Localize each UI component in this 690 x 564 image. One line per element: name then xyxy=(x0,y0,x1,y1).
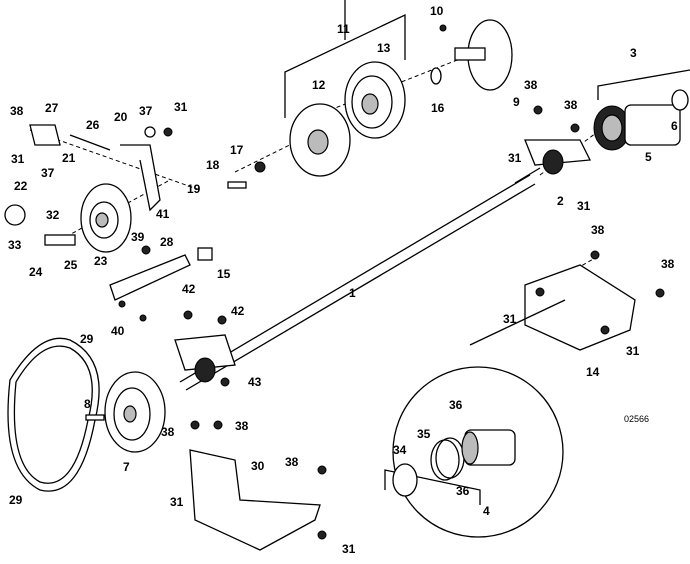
callout-label: 17 xyxy=(230,143,244,157)
callout-label: 36 xyxy=(449,398,463,412)
clutch-assembly xyxy=(289,61,406,177)
bracket-30 xyxy=(189,449,321,551)
coupler-detail xyxy=(392,429,516,497)
callout-label: 39 xyxy=(131,230,145,244)
callout-label: 27 xyxy=(45,101,59,115)
callout-label: 38 xyxy=(661,257,675,271)
callout-label: 36 xyxy=(456,484,470,498)
callout-label: 38 xyxy=(10,104,24,118)
flange xyxy=(454,19,513,91)
callout-label: 5 xyxy=(645,150,652,164)
callout-label: 19 xyxy=(187,182,201,196)
callout-label: 30 xyxy=(251,459,265,473)
callout-label: 38 xyxy=(564,98,578,112)
callout-label: 26 xyxy=(86,118,100,132)
callout-label: 10 xyxy=(430,4,444,18)
drive-pulley xyxy=(104,371,166,453)
callout-label: 22 xyxy=(14,179,28,193)
u-joint xyxy=(593,89,689,151)
callout-label: 29 xyxy=(9,493,23,507)
callout-label: 35 xyxy=(417,427,431,441)
callout-label: 16 xyxy=(431,101,445,115)
callout-label: 25 xyxy=(64,258,78,272)
bearing-bracket-left xyxy=(174,334,236,383)
callout-label: 24 xyxy=(29,265,43,279)
callout-label: 32 xyxy=(46,208,60,222)
callout-label: 37 xyxy=(139,104,153,118)
callout-label: 2 xyxy=(557,194,564,208)
callout-label: 31 xyxy=(626,344,640,358)
callout-label: 42 xyxy=(231,304,245,318)
callout-label: 28 xyxy=(160,235,174,249)
callout-label: 34 xyxy=(393,443,407,457)
callout-label: 23 xyxy=(94,254,108,268)
callout-label: 43 xyxy=(248,375,262,389)
drawing-code: 02566 xyxy=(624,414,649,424)
callout-label: 6 xyxy=(671,119,678,133)
callout-label: 31 xyxy=(170,495,184,509)
callout-label: 31 xyxy=(174,100,188,114)
callout-label: 15 xyxy=(217,267,231,281)
washer-16 xyxy=(430,67,442,85)
callout-label: 42 xyxy=(182,282,196,296)
bracket-14 xyxy=(524,264,636,351)
bumper-15 xyxy=(197,247,213,261)
callout-label: 31 xyxy=(503,312,517,326)
callout-label: 21 xyxy=(62,151,76,165)
fasteners xyxy=(85,24,665,540)
bracket-28 xyxy=(109,254,191,301)
callout-label: 33 xyxy=(8,238,22,252)
callout-label: 31 xyxy=(577,199,591,213)
detail-view-circle xyxy=(392,366,564,538)
callout-label: 9 xyxy=(513,95,520,109)
callout-label: 29 xyxy=(80,332,94,346)
callout-label: 38 xyxy=(235,419,249,433)
callout-label: 20 xyxy=(114,110,128,124)
callout-label: 4 xyxy=(483,504,490,518)
idler-assembly xyxy=(4,124,161,253)
bearing-bracket-right xyxy=(524,139,592,175)
callout-label: 38 xyxy=(161,425,175,439)
callout-label: 31 xyxy=(11,152,25,166)
callout-label: 11 xyxy=(337,22,350,36)
callout-label: 8 xyxy=(84,397,91,411)
callout-label: 31 xyxy=(342,542,356,556)
callout-label: 12 xyxy=(312,78,326,92)
callout-label: 41 xyxy=(156,207,170,221)
callout-label: 31 xyxy=(508,151,522,165)
callout-label: 18 xyxy=(206,158,220,172)
callout-label: 38 xyxy=(285,455,299,469)
callout-label: 7 xyxy=(123,460,130,474)
callout-label: 1 xyxy=(349,286,356,300)
drive-shaft xyxy=(179,167,541,391)
belt xyxy=(7,337,100,492)
callout-label: 14 xyxy=(586,365,600,379)
callout-label: 13 xyxy=(377,41,391,55)
callout-label: 38 xyxy=(524,78,538,92)
callout-label: 40 xyxy=(111,324,125,338)
callout-label: 38 xyxy=(591,223,605,237)
callout-label: 37 xyxy=(41,166,55,180)
callout-label: 3 xyxy=(630,46,637,60)
